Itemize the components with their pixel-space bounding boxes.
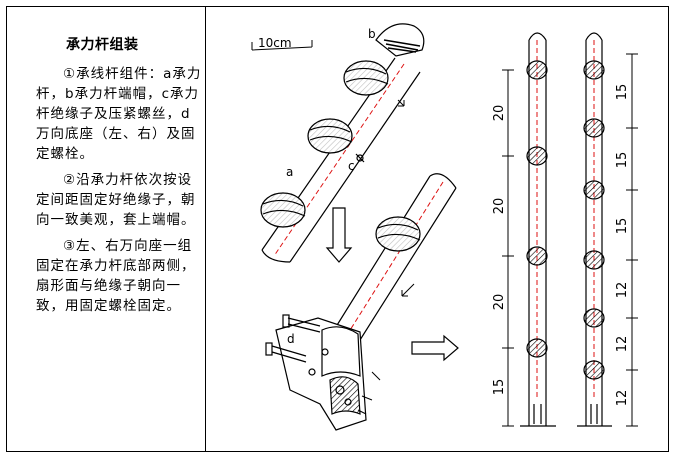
label-c: c [348, 159, 355, 173]
insulator [526, 60, 548, 80]
insulator [526, 146, 548, 166]
insulator [260, 192, 306, 228]
down-arrow [325, 207, 353, 263]
end-cap [375, 23, 425, 57]
left-column [502, 32, 556, 427]
lower-rod-assembly [265, 173, 457, 431]
step-3-text: ③左、右万向座一组固定在承力杆底部两侧，扇形面与绝缘子朝向一致，用固定螺栓固定。 [36, 238, 196, 314]
dim-right-2: 15 [615, 152, 630, 169]
insulator [583, 118, 605, 138]
fixing-bolt [265, 342, 307, 363]
instruction-panel: 承力杆组装 ①承线杆组件：a承力杆，b承力杆端帽，c承力杆绝缘子及压紧螺丝，d万… [36, 34, 202, 322]
insulator [375, 216, 421, 252]
dim-right-3: 15 [615, 218, 630, 235]
insulator [526, 338, 548, 358]
insulator [583, 60, 605, 80]
scale-bar: 10cm [251, 36, 313, 51]
insulator [307, 118, 353, 154]
right-arrow [411, 334, 459, 362]
insulator [526, 246, 548, 266]
insulator [343, 60, 389, 96]
dim-right-1: 15 [615, 84, 630, 101]
fixing-bolt [282, 314, 321, 333]
dim-right-4: 12 [615, 282, 630, 299]
step-2-text: ②沿承力杆依次按设定间距固定好绝缘子，朝向一致美观，套上端帽。 [36, 172, 196, 228]
outer-frame [6, 6, 669, 452]
section-title: 承力杆组装 [66, 37, 139, 53]
step-1-text: ①承线杆组件：a承力杆，b承力杆端帽，c承力杆绝缘子及压紧螺丝，d万向底座（左、… [36, 66, 202, 162]
scale-label: 10cm [258, 36, 292, 50]
panel-divider [205, 6, 206, 452]
label-a: a [286, 165, 293, 179]
insulator [583, 250, 605, 270]
dim-left-2: 20 [492, 198, 507, 215]
insulator [583, 360, 605, 380]
label-d: d [287, 332, 295, 346]
right-column [577, 32, 638, 427]
dim-left-1: 20 [492, 105, 507, 122]
upper-rod-assembly [260, 23, 425, 263]
label-b: b [368, 27, 376, 41]
dim-right-5: 12 [615, 336, 630, 353]
dim-right-6: 12 [615, 390, 630, 407]
universal-base [275, 317, 367, 431]
dim-left-3: 20 [492, 294, 507, 311]
dim-left-4: 15 [492, 379, 507, 396]
insulator [583, 308, 605, 328]
insulator [583, 180, 605, 200]
